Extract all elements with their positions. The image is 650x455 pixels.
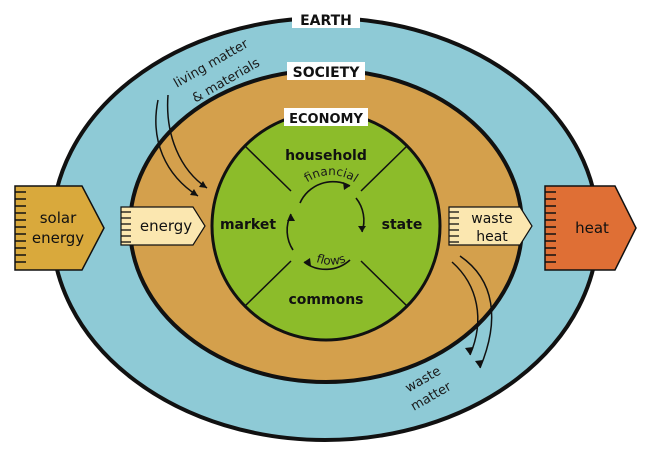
commons-label: commons	[288, 292, 363, 308]
economy-label-bg	[284, 108, 368, 126]
waste-heat-label-line2: heat	[476, 229, 508, 245]
heat-hatching	[545, 191, 556, 263]
earth-label-bg	[292, 10, 360, 28]
energy-hatching	[121, 211, 131, 243]
financial-label: financial	[302, 164, 361, 185]
waste-heat-hatching	[449, 211, 459, 243]
energy-arrow	[120, 206, 206, 246]
flows-label: flows	[315, 251, 347, 268]
waste-matter-arrows	[451, 255, 493, 369]
society-label-bg	[287, 62, 365, 80]
economy-label: ECONOMY	[289, 112, 363, 127]
heat-label: heat	[575, 219, 609, 237]
waste-matter-arrowheads	[465, 347, 483, 368]
state-label: state	[382, 217, 423, 233]
solar-energy-arrow	[14, 185, 105, 271]
heat-arrow	[544, 185, 637, 271]
financial-flows-arrowheads	[287, 182, 366, 266]
materials-input-arrows	[155, 94, 208, 197]
household-label: household	[285, 148, 367, 164]
market-label: market	[220, 217, 276, 233]
waste-heat-arrow	[448, 206, 533, 246]
earth-label: EARTH	[300, 13, 352, 29]
solar-hatching	[15, 191, 26, 263]
solar-energy-label-line2: energy	[32, 229, 84, 247]
energy-label: energy	[140, 217, 192, 235]
waste-heat-label-line1: waste	[471, 211, 512, 227]
society-label: SOCIETY	[293, 65, 361, 81]
solar-energy-label-line1: solar	[40, 209, 77, 227]
materials-arrowheads	[190, 181, 207, 196]
sector-dividers	[244, 145, 408, 307]
